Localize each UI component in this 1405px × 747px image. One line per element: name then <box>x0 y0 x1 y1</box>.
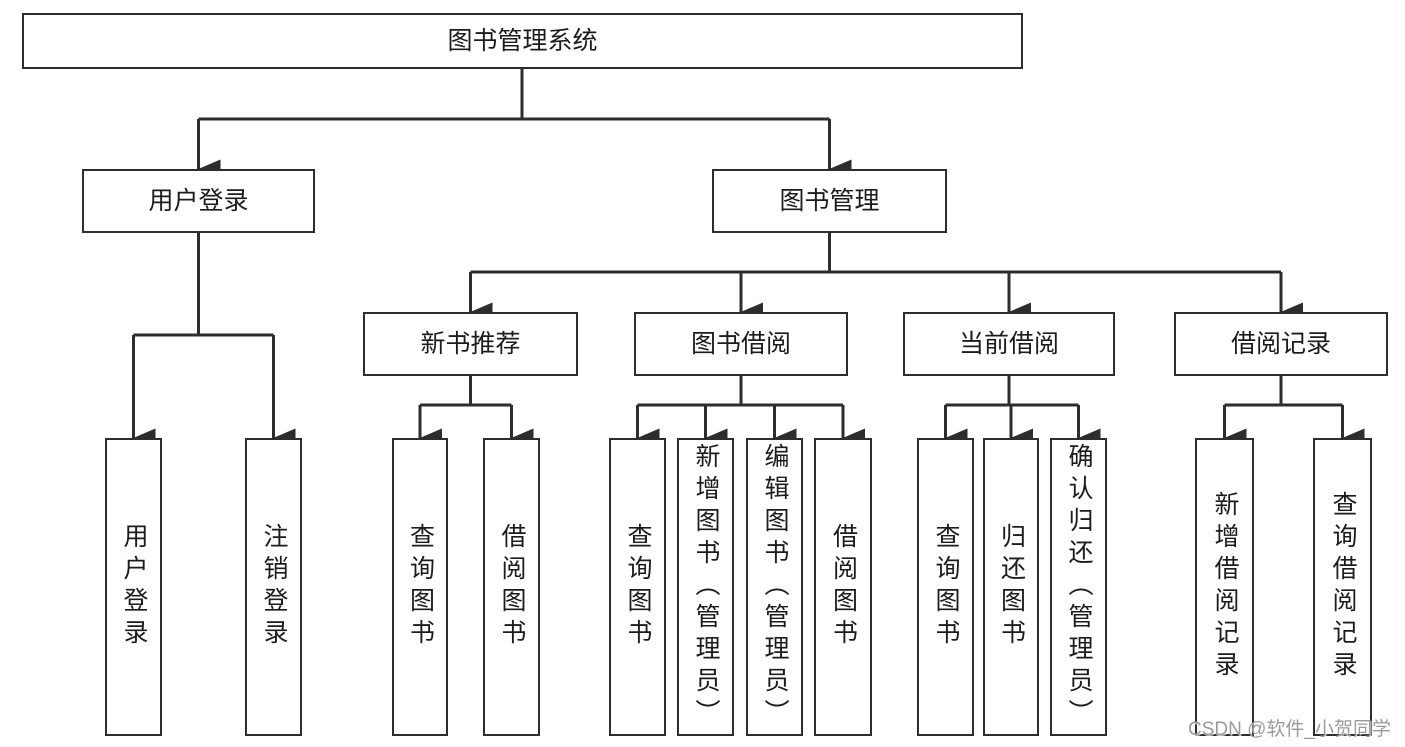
node-label: 用户登录 <box>148 187 249 215</box>
leaf-label: 借阅图书 <box>498 523 526 651</box>
leaf-cb-confirm-return-admin: 确认归还（管理员） <box>1050 438 1107 736</box>
leaf-label: 确认归还（管理员） <box>1065 443 1093 731</box>
leaf-label: 新增借阅记录 <box>1211 491 1239 683</box>
node-borrow-records: 借阅记录 <box>1174 312 1388 376</box>
leaf-cb-query-books: 查询图书 <box>917 438 974 736</box>
leaf-label: 编辑图书（管理员） <box>761 443 789 731</box>
leaf-label: 注销登录 <box>260 523 288 651</box>
leaf-br-add-record: 新增借阅记录 <box>1195 438 1254 736</box>
leaf-label: 查询图书 <box>932 523 960 651</box>
leaf-cb-return-books: 归还图书 <box>983 438 1039 736</box>
node-label: 图书管理 <box>779 187 880 215</box>
leaf-logout: 注销登录 <box>245 438 302 736</box>
leaf-bb-edit-books-admin: 编辑图书（管理员） <box>746 438 803 736</box>
leaf-bb-query-books: 查询图书 <box>609 438 666 736</box>
leaf-label: 借阅图书 <box>829 523 858 651</box>
leaf-bb-add-books-admin: 新增图书（管理员） <box>677 438 734 736</box>
node-new-book-recommend: 新书推荐 <box>363 312 578 376</box>
connector-bus-lines <box>133 69 1343 407</box>
leaf-label: 查询图书 <box>624 523 652 651</box>
node-user-login: 用户登录 <box>82 169 315 233</box>
csdn-watermark: CSDN @软件_小贺同学 <box>1188 719 1391 740</box>
leaf-nbr-query-books: 查询图书 <box>392 438 448 736</box>
leaf-nbr-borrow-books: 借阅图书 <box>483 438 540 736</box>
node-label: 当前借阅 <box>958 330 1059 358</box>
leaf-user-login: 用户登录 <box>105 438 162 736</box>
leaf-label: 查询借阅记录 <box>1329 491 1357 683</box>
leaf-label: 归还图书 <box>997 523 1026 651</box>
node-library-management-system: 图书管理系统 <box>22 13 1023 69</box>
node-label: 图书借阅 <box>690 330 791 358</box>
node-current-borrow: 当前借阅 <box>903 312 1115 376</box>
leaf-label: 新增图书（管理员） <box>692 443 720 731</box>
leaf-label: 用户登录 <box>120 523 148 651</box>
node-label: 图书管理系统 <box>447 27 598 55</box>
leaf-label: 查询图书 <box>406 523 435 651</box>
leaf-bb-borrow-books: 借阅图书 <box>814 438 872 736</box>
node-book-management: 图书管理 <box>712 169 947 233</box>
node-label: 借阅记录 <box>1230 330 1331 358</box>
leaf-br-query-record: 查询借阅记录 <box>1313 438 1372 736</box>
node-label: 新书推荐 <box>420 330 521 358</box>
node-book-borrow: 图书借阅 <box>634 312 848 376</box>
